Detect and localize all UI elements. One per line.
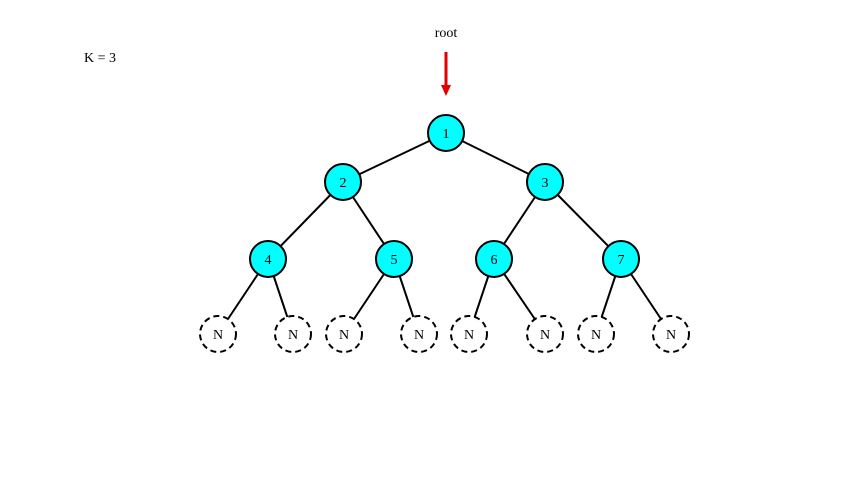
tree-node-circle xyxy=(602,240,640,278)
null-node-label: N xyxy=(666,328,676,343)
null-node: N xyxy=(274,315,312,353)
tree-node-label: 1 xyxy=(443,127,450,142)
null-node-circle xyxy=(526,315,564,353)
tree-node-label: 6 xyxy=(491,253,498,268)
null-node-label: N xyxy=(339,328,349,343)
null-node-circle xyxy=(325,315,363,353)
k-value-label: K = 3 xyxy=(84,51,116,66)
tree-node-3: 3 xyxy=(526,163,564,201)
null-node: N xyxy=(199,315,237,353)
null-node-label: N xyxy=(464,328,474,343)
null-node-circle xyxy=(450,315,488,353)
null-node-label: N xyxy=(288,328,298,343)
null-node-circle xyxy=(274,315,312,353)
root-label: root xyxy=(435,26,458,41)
null-node: N xyxy=(325,315,363,353)
null-node-label: N xyxy=(540,328,550,343)
root-arrow-head xyxy=(441,85,451,96)
tree-node-circle xyxy=(475,240,513,278)
null-node: N xyxy=(577,315,615,353)
null-node-circle xyxy=(577,315,615,353)
null-node-circle xyxy=(400,315,438,353)
tree-node-circle xyxy=(324,163,362,201)
tree-node-circle xyxy=(375,240,413,278)
tree-node-label: 3 xyxy=(542,176,549,191)
tree-node-circle xyxy=(427,114,465,152)
tree-edge-1-2 xyxy=(342,132,447,183)
null-node: N xyxy=(526,315,564,353)
tree-node-label: 4 xyxy=(265,253,272,268)
null-node-label: N xyxy=(414,328,424,343)
tree-node-label: 5 xyxy=(391,253,398,268)
tree-node-6: 6 xyxy=(475,240,513,278)
tree-edges xyxy=(217,132,672,335)
null-node: N xyxy=(652,315,690,353)
tree-node-7: 7 xyxy=(602,240,640,278)
null-node-label: N xyxy=(591,328,601,343)
tree-nodes: 1 2 3 4 5 6 7N N N N N N N N xyxy=(199,114,690,353)
tree-node-circle xyxy=(249,240,287,278)
tree-node-1: 1 xyxy=(427,114,465,152)
null-node: N xyxy=(400,315,438,353)
tree-node-label: 7 xyxy=(618,253,625,268)
root-arrow xyxy=(441,52,451,96)
null-node: N xyxy=(450,315,488,353)
tree-node-4: 4 xyxy=(249,240,287,278)
null-node-circle xyxy=(199,315,237,353)
tree-node-2: 2 xyxy=(324,163,362,201)
tree-node-label: 2 xyxy=(340,176,347,191)
null-node-label: N xyxy=(213,328,223,343)
tree-node-5: 5 xyxy=(375,240,413,278)
null-node-circle xyxy=(652,315,690,353)
tree-node-circle xyxy=(526,163,564,201)
